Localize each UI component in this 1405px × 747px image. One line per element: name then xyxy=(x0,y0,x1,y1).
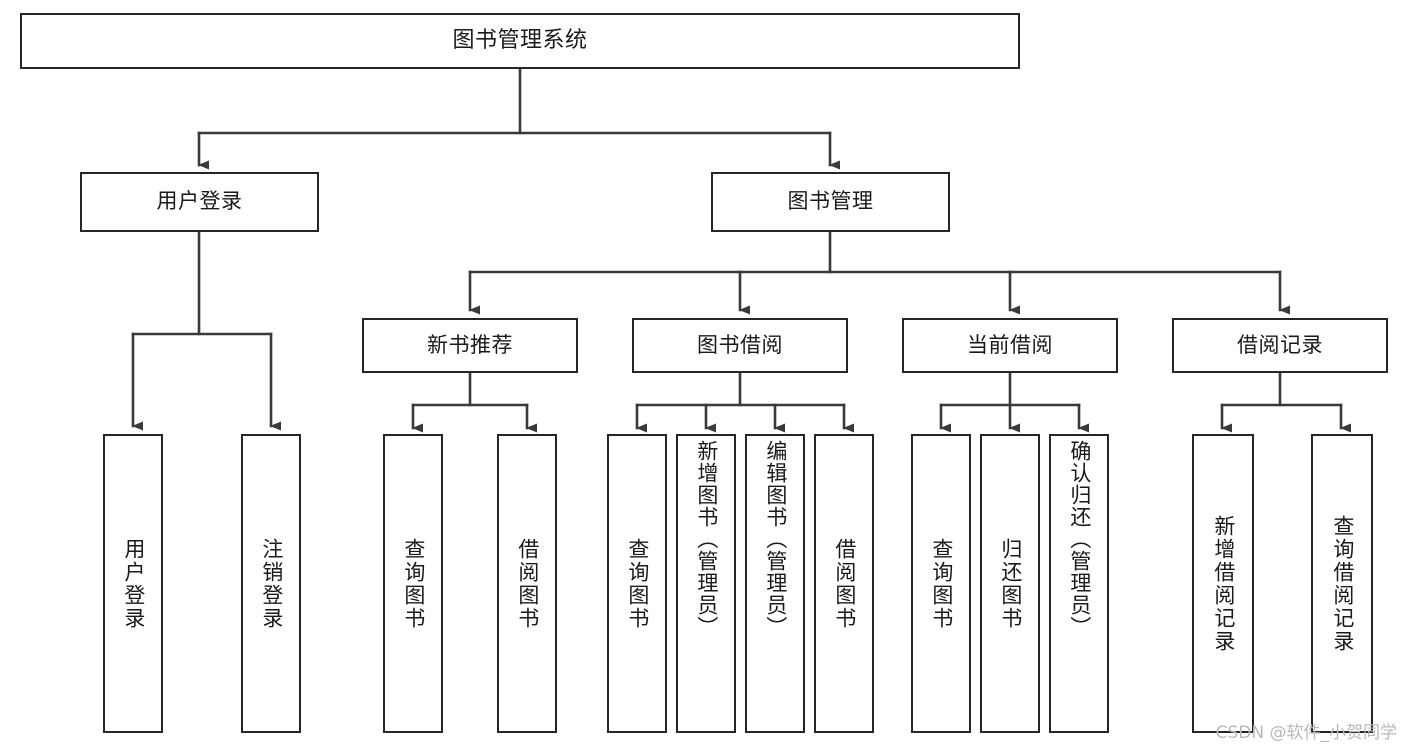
node-label: 图书管理系统 xyxy=(452,27,588,53)
leaf-query-borrow-record[interactable]: 查询借阅记录 xyxy=(1311,434,1373,733)
leaf-confirm-return-admin[interactable]: 确认归还（管理员） xyxy=(1049,434,1109,733)
node-new-book-recommendation[interactable]: 新书推荐 xyxy=(362,318,578,373)
node-label: 编辑图书（管理员） xyxy=(763,440,788,638)
node-label: 当前借阅 xyxy=(967,332,1053,357)
node-label: 借阅记录 xyxy=(1237,332,1323,357)
node-label: 查询借阅记录 xyxy=(1330,514,1355,653)
leaf-query-book-recommendation[interactable]: 查询图书 xyxy=(383,434,443,733)
node-label: 用户登录 xyxy=(121,537,146,630)
node-label: 归还图书 xyxy=(998,537,1023,630)
leaf-add-borrow-record[interactable]: 新增借阅记录 xyxy=(1192,434,1254,733)
leaf-borrow-book[interactable]: 借阅图书 xyxy=(814,434,874,733)
node-label: 用户登录 xyxy=(156,189,243,214)
leaf-return-book[interactable]: 归还图书 xyxy=(980,434,1040,733)
node-label: 注销登录 xyxy=(259,537,284,630)
node-label: 新增借阅记录 xyxy=(1211,514,1236,653)
leaf-borrow-book-recommendation[interactable]: 借阅图书 xyxy=(497,434,557,733)
node-book-borrow[interactable]: 图书借阅 xyxy=(632,318,848,373)
node-label: 借阅图书 xyxy=(832,537,857,630)
leaf-logout-login[interactable]: 注销登录 xyxy=(241,434,301,733)
node-label: 查询图书 xyxy=(625,537,650,630)
node-book-admin[interactable]: 图书管理 xyxy=(711,172,950,232)
node-user-login[interactable]: 用户登录 xyxy=(80,172,319,232)
node-label: 图书管理 xyxy=(787,189,874,214)
node-label: 借阅图书 xyxy=(515,537,540,630)
leaf-user-login[interactable]: 用户登录 xyxy=(103,434,163,733)
node-label: 图书借阅 xyxy=(697,332,783,357)
node-borrow-record[interactable]: 借阅记录 xyxy=(1172,318,1388,373)
node-label: 查询图书 xyxy=(401,537,426,630)
node-label: 新书推荐 xyxy=(427,332,513,357)
leaf-query-book-current[interactable]: 查询图书 xyxy=(911,434,971,733)
node-current-borrow[interactable]: 当前借阅 xyxy=(902,318,1118,373)
node-label: 确认归还（管理员） xyxy=(1067,440,1092,638)
node-label: 新增图书（管理员） xyxy=(694,440,719,638)
leaf-query-book-borrow[interactable]: 查询图书 xyxy=(607,434,667,733)
node-label: 查询图书 xyxy=(929,537,954,630)
leaf-add-book-admin[interactable]: 新增图书（管理员） xyxy=(676,434,736,733)
node-root-book-management-system[interactable]: 图书管理系统 xyxy=(20,13,1020,69)
leaf-edit-book-admin[interactable]: 编辑图书（管理员） xyxy=(745,434,805,733)
